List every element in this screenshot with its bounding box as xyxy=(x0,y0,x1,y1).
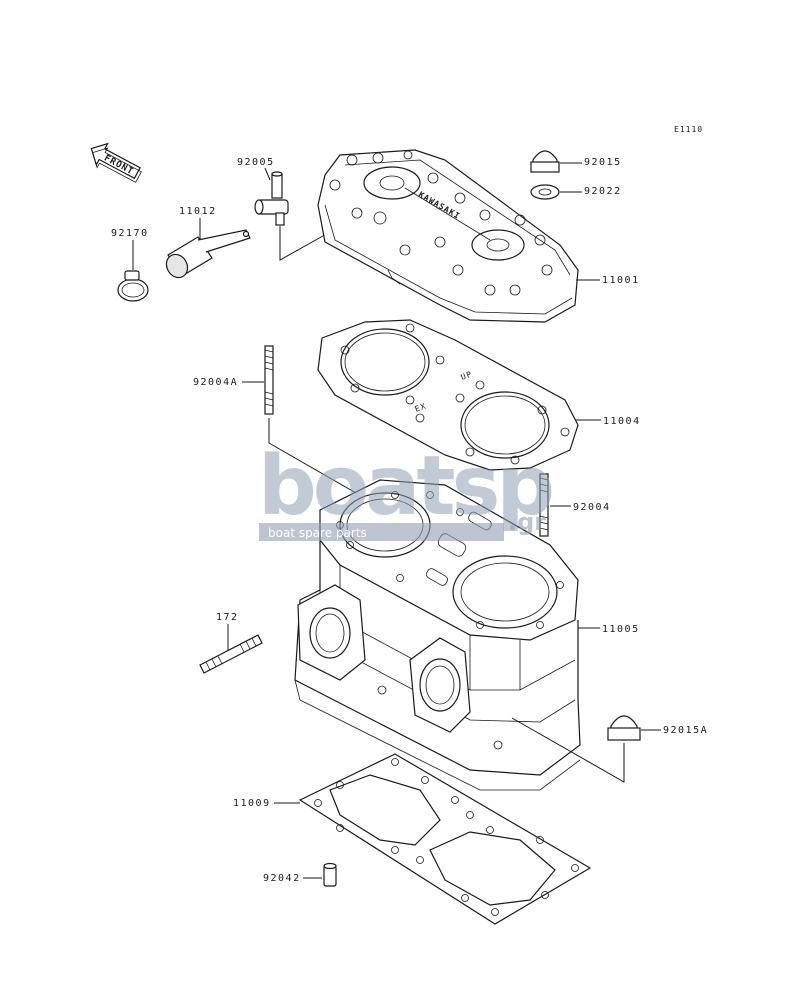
cap-nut-92015A xyxy=(607,715,641,741)
cap-nut-92015 xyxy=(530,150,560,173)
label-11012: 11012 xyxy=(179,206,217,217)
label-92004: 92004 xyxy=(573,502,611,513)
stud-92004 xyxy=(539,473,549,537)
watermark-tag-bar xyxy=(259,523,504,541)
fitting-92005 xyxy=(254,171,289,226)
base-gasket-11009 xyxy=(298,753,592,925)
label-92170: 92170 xyxy=(111,228,149,239)
washer-92022 xyxy=(530,184,560,200)
watermark-tagline: boat spare parts xyxy=(268,526,367,540)
label-92005: 92005 xyxy=(237,157,275,168)
label-11004: 11004 xyxy=(603,416,641,427)
label-92022: 92022 xyxy=(584,186,622,197)
gasket-mark-up: UP xyxy=(460,369,474,381)
label-92042: 92042 xyxy=(263,873,301,884)
watermark-suffix: .gr xyxy=(508,508,546,536)
label-11001: 11001 xyxy=(602,275,640,286)
diagram-code: E1110 xyxy=(674,125,703,134)
label-172: 172 xyxy=(216,612,239,623)
label-92004A: 92004A xyxy=(193,377,238,388)
stud-92004A xyxy=(264,345,274,415)
label-92015A: 92015A xyxy=(663,725,708,736)
hose-clamp-92170 xyxy=(117,270,149,302)
label-11009: 11009 xyxy=(233,798,271,809)
label-11005: 11005 xyxy=(602,624,640,635)
stud-172 xyxy=(199,634,263,674)
watermark: boatsp .gr boat spare parts xyxy=(258,439,556,541)
label-92015: 92015 xyxy=(584,157,622,168)
front-arrow-icon: FRONT xyxy=(90,142,142,183)
gasket-mark-ex: EX xyxy=(414,401,428,413)
head-gasket-11004: UP EX xyxy=(317,319,579,471)
cylinder-head-11001: KAWASAKI xyxy=(317,149,579,323)
watermark-brand: boatsp xyxy=(258,439,552,534)
dowel-pin-92042 xyxy=(323,862,337,887)
hose-fitting-11012 xyxy=(165,229,251,279)
